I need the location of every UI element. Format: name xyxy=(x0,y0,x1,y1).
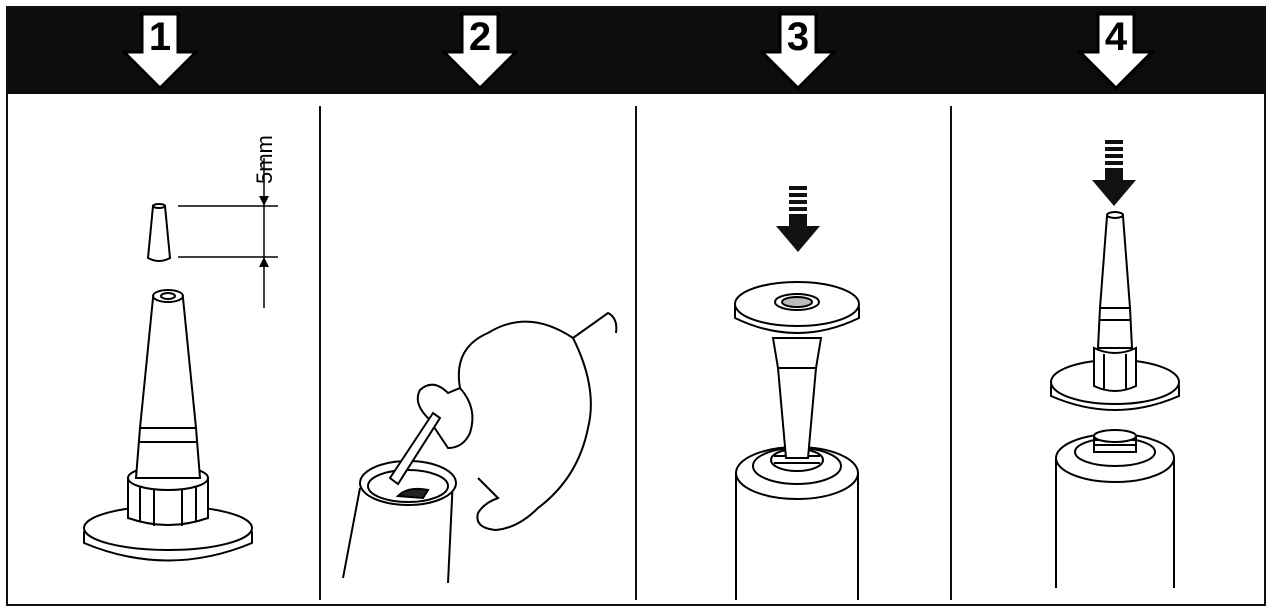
attach-nozzle-drawing xyxy=(735,282,859,600)
step-1-number: 1 xyxy=(149,15,171,59)
instruction-panel: 1 2 3 4 xyxy=(6,6,1266,606)
assembled-nozzle-drawing xyxy=(1051,212,1179,588)
cartridge-seal-piercing-drawing xyxy=(343,313,616,583)
step-4-number: 4 xyxy=(1105,15,1128,59)
press-down-arrow-icon xyxy=(1092,140,1136,206)
dimension-label: 5mm xyxy=(252,135,277,184)
step-2-number: 2 xyxy=(469,15,491,59)
instruction-drawing: 1 2 3 4 xyxy=(8,8,1264,604)
step-3-number: 3 xyxy=(787,15,809,59)
press-down-arrow-icon xyxy=(776,186,820,252)
